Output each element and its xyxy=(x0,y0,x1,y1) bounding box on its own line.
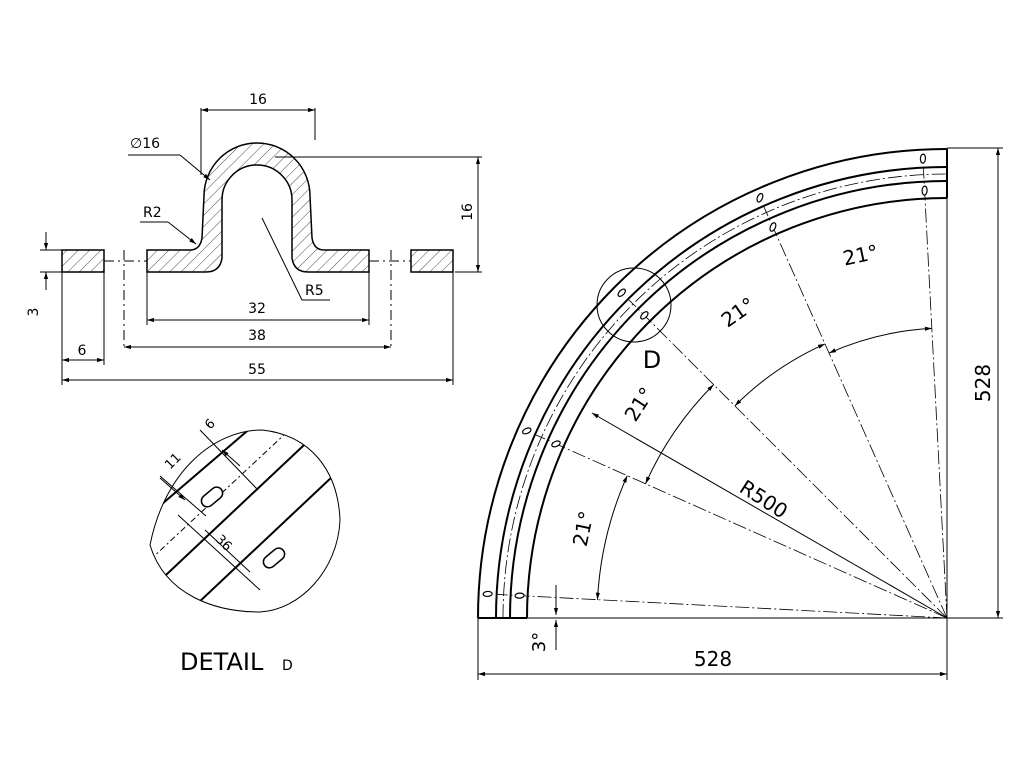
plan-slot xyxy=(551,440,561,448)
detail-view: 6 11 36 DETAIL D xyxy=(149,416,341,676)
radial-line-5 xyxy=(923,168,948,619)
hatched-profile xyxy=(146,142,370,273)
dim-height: 16 xyxy=(460,203,476,221)
radius-leader xyxy=(591,412,948,619)
radial-line-2 xyxy=(535,434,948,619)
dim-radius-bend: R5 xyxy=(305,283,324,299)
radial-line-4 xyxy=(763,206,948,619)
radial-line-1 xyxy=(497,594,948,619)
plan-band-edge-2 xyxy=(509,180,948,619)
detail-title: DETAIL xyxy=(180,648,264,676)
plan-slot xyxy=(617,288,626,297)
dim-plan-width: 528 xyxy=(694,647,732,671)
angle-dim-arc-1 xyxy=(595,475,628,600)
dim-tab: 6 xyxy=(78,343,87,359)
plan-slot xyxy=(921,185,928,196)
plan-slot xyxy=(769,222,777,232)
detail-boundary xyxy=(149,429,341,613)
dim-mid-span: 38 xyxy=(248,328,266,344)
plan-slot xyxy=(514,592,525,599)
plan-slot xyxy=(521,427,532,435)
dim-radius: R500 xyxy=(735,475,792,523)
plan-outer-edge xyxy=(477,148,948,619)
plan-slot xyxy=(482,590,493,598)
angle-label-2: 21° xyxy=(717,292,760,332)
dim-radius-small: R2 xyxy=(143,205,162,221)
detail-ref: D xyxy=(282,658,293,674)
dim-hole-length: 11 xyxy=(162,451,184,473)
detail-slot-2 xyxy=(262,547,286,569)
detail-slot-1 xyxy=(200,486,224,508)
dim-plan-height: 528 xyxy=(971,364,995,402)
dim-hole-width: 6 xyxy=(202,416,218,432)
angle-dim-arc-2 xyxy=(645,384,715,484)
angle-dim-arc-3 xyxy=(734,343,826,407)
angle-dim-arc-4 xyxy=(828,326,932,354)
plan-slot xyxy=(756,192,764,203)
detail-callout-circle xyxy=(596,267,672,343)
right-tab xyxy=(410,249,454,273)
dim-overall: 55 xyxy=(248,362,266,378)
left-tab xyxy=(61,249,105,273)
dim-top-width: 16 xyxy=(249,92,267,108)
plan-slot xyxy=(919,153,927,164)
dim-hole-pitch: 36 xyxy=(212,532,234,554)
plan-view: 528 528 3° R500 21° 21° 21° 21° D xyxy=(477,147,1003,680)
dim-diameter: ∅16 xyxy=(130,136,160,152)
plan-slot xyxy=(640,311,649,320)
angle-label-1: 21° xyxy=(841,240,881,271)
radial-line-3 xyxy=(628,299,948,619)
dim-inner-span: 32 xyxy=(248,301,266,317)
detail-callout-label: D xyxy=(643,346,661,374)
angle-label-4: 21° xyxy=(568,509,599,549)
section-view: 16 ∅16 R2 R5 16 3 32 38 xyxy=(26,92,482,385)
angle-label-3: 21° xyxy=(619,383,658,426)
plan-band-edge-1 xyxy=(495,166,948,619)
dim-thickness: 3 xyxy=(26,308,42,317)
dim-offset-angle: 3° xyxy=(529,632,550,652)
